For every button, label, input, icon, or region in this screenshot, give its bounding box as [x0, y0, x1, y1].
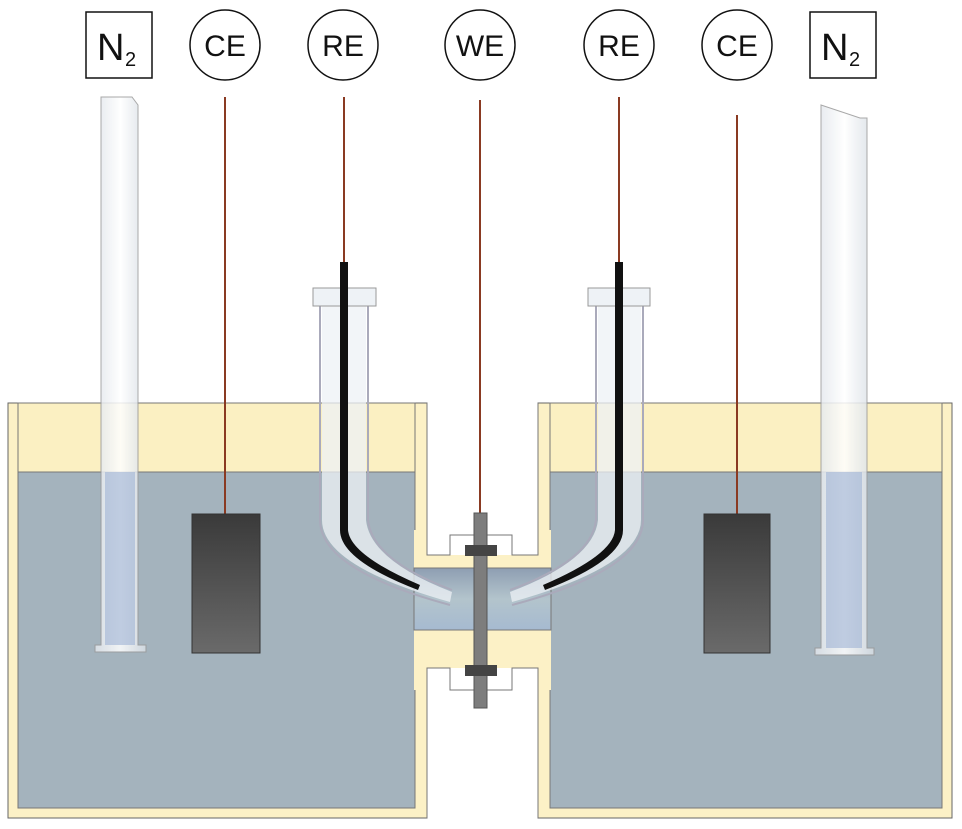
label-re-right: RE [583, 9, 655, 81]
n2-tube-left [94, 96, 147, 653]
label-re-left: RE [307, 9, 379, 81]
svg-text:N: N [97, 27, 124, 69]
reference-electrode-right [509, 97, 651, 606]
svg-text:RE: RE [598, 30, 640, 63]
svg-text:CE: CE [204, 30, 246, 63]
label-n2-right: N 2 [809, 11, 877, 79]
counter-electrode-left [191, 97, 261, 654]
n2-tube-right [814, 104, 875, 656]
svg-text:WE: WE [456, 30, 504, 63]
counter-electrode-right [703, 115, 771, 654]
we-clamp-top [465, 545, 497, 556]
we-clamp-bottom [465, 665, 497, 676]
label-n2-left: N 2 [85, 11, 153, 79]
center-connector [413, 403, 552, 818]
svg-text:2: 2 [849, 49, 860, 71]
svg-text:RE: RE [322, 30, 364, 63]
label-ce-left: CE [189, 9, 261, 81]
svg-text:CE: CE [716, 30, 758, 63]
reference-electrode-left [312, 97, 453, 606]
working-electrode [465, 100, 497, 709]
svg-text:2: 2 [125, 49, 136, 71]
svg-text:N: N [821, 27, 848, 69]
label-we: WE [444, 9, 516, 81]
we-rod [473, 512, 488, 709]
label-ce-right: CE [701, 9, 773, 81]
